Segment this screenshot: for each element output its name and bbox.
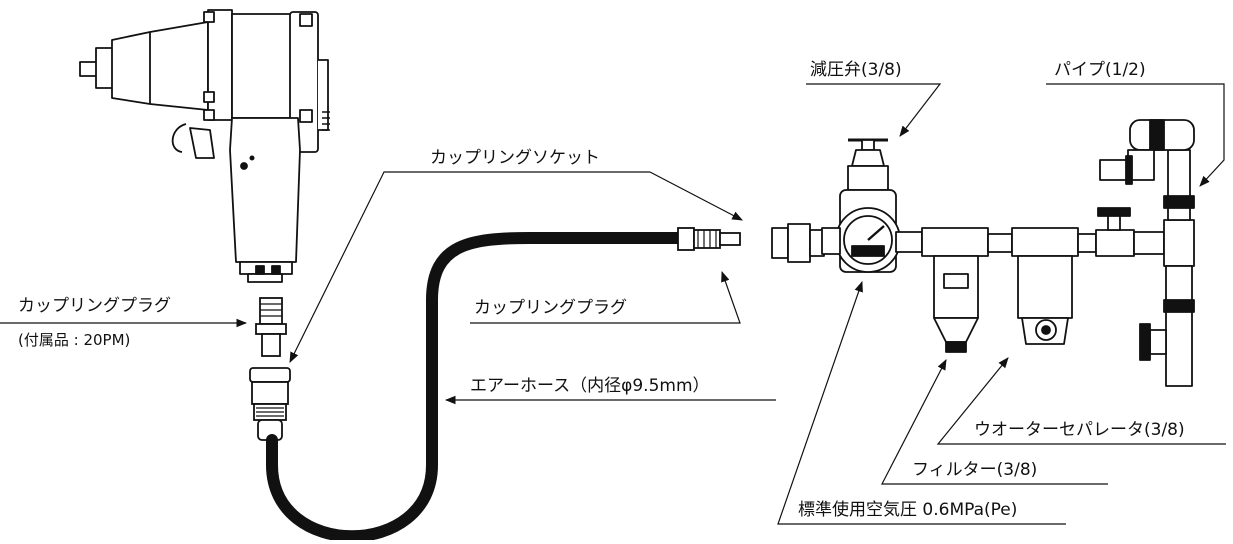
standard-pressure-label: 標準使用空気圧 0.6MPa(Pe) — [798, 500, 1018, 520]
coupling-socket-illustration — [249, 367, 291, 441]
coupling-plug-hose-label: カップリングプラグ — [474, 298, 627, 318]
leader-lines — [0, 83, 1226, 525]
coupling-plug-accessory-illustration — [255, 297, 287, 357]
filter-label: フィルター(3/8) — [912, 460, 1038, 480]
water-separator-label: ウオーターセパレータ(3/8) — [974, 420, 1185, 440]
impact-wrench-illustration — [79, 9, 330, 283]
pressure-valve-label: 減圧弁(3/8) — [810, 60, 902, 80]
coupling-plug-accessory-note: (付属品 : 20PM) — [18, 331, 131, 349]
air-hose — [266, 232, 686, 543]
coupling-plug-hose-end-illustration — [677, 227, 741, 251]
frl-unit-illustration — [771, 119, 1195, 387]
pipe-label: パイプ(1/2) — [1054, 60, 1146, 80]
coupling-plug-accessory-label: カップリングプラグ — [18, 296, 171, 316]
coupling-socket-label: カップリングソケット — [430, 148, 600, 168]
air-hose-label: エアーホース（内径φ9.5mm） — [470, 376, 710, 396]
